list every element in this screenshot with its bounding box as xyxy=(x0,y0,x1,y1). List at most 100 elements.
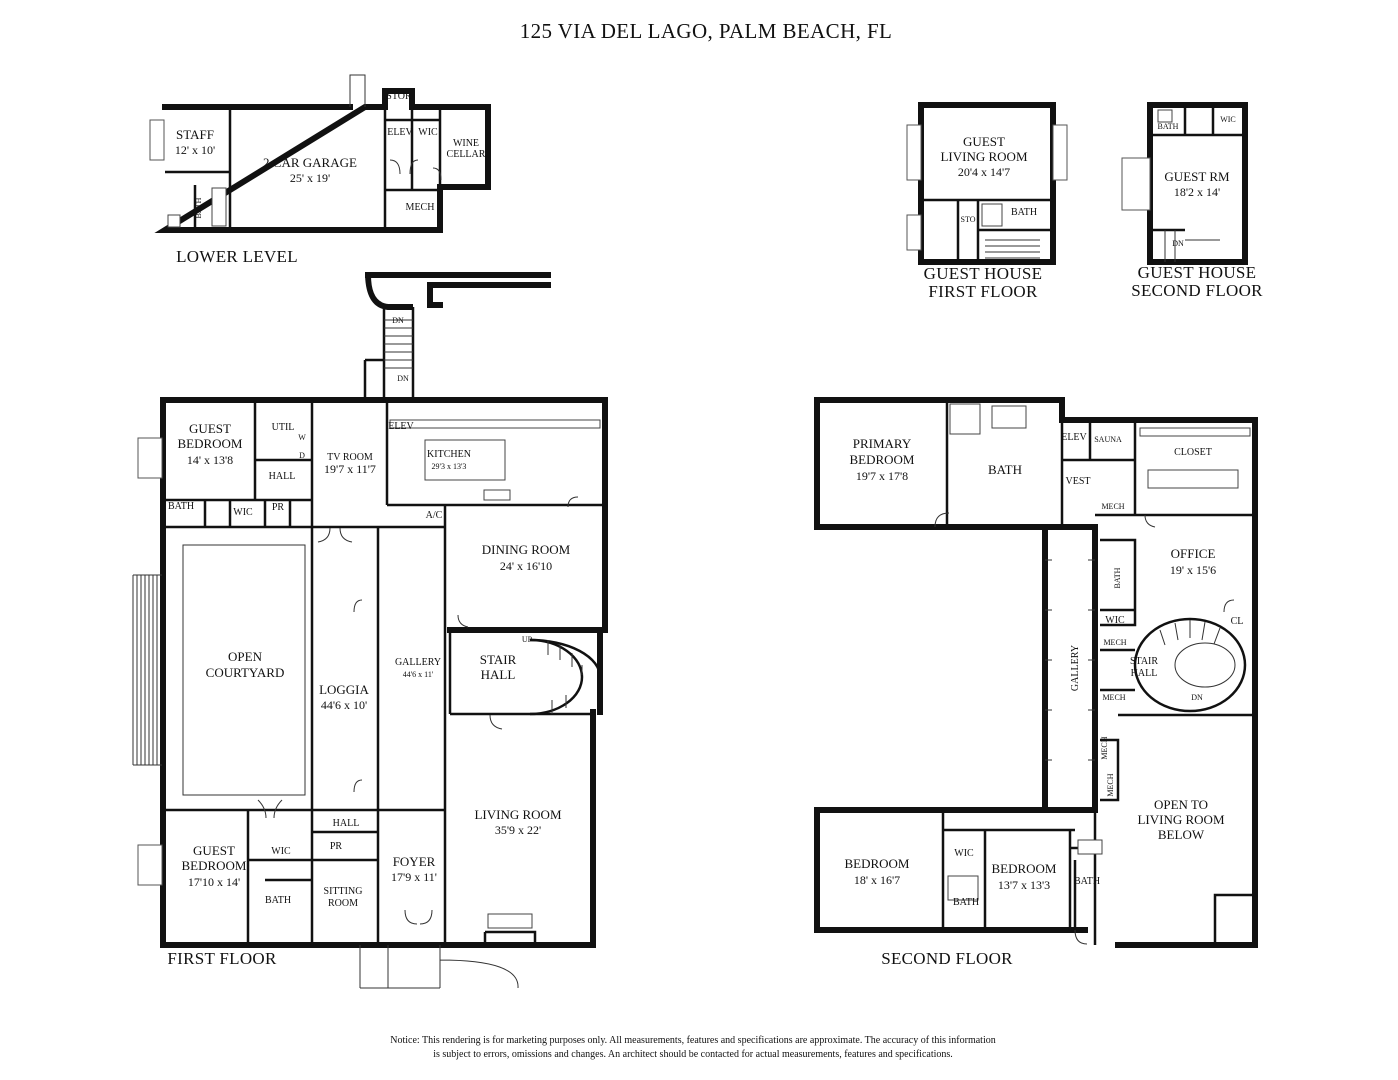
guest-first-caption-1: GUEST HOUSE xyxy=(924,264,1043,283)
guest-bath-label: BATH xyxy=(1011,207,1037,218)
first-loggia-dim: 44'6 x 10' xyxy=(321,698,367,712)
lower-mech-label: MECH xyxy=(406,202,435,213)
second-floor-plan: PRIMARY BEDROOM 19'7 x 17'8 BATH ELEV SA… xyxy=(814,397,1258,948)
first-living-room-dim: 35'9 x 22' xyxy=(495,823,541,837)
first-tv-room-dim: 19'7 x 11'7 xyxy=(324,462,376,476)
second-bath-b-label: BATH xyxy=(953,897,979,908)
second-primary-label-1: PRIMARY xyxy=(853,436,912,451)
lower-bath-label: BATH xyxy=(194,197,203,218)
second-gallery-label: GALLERY xyxy=(1070,645,1081,691)
guest2-room-dim: 18'2 x 14' xyxy=(1174,185,1220,199)
first-kitchen-dim: 29'3 x 13'3 xyxy=(432,462,467,471)
notice-line-1: Notice: This rendering is for marketing … xyxy=(390,1035,995,1046)
first-ac-label: A/C xyxy=(426,510,443,521)
plan-title: 125 VIA DEL LAGO, PALM BEACH, FL xyxy=(520,19,893,43)
guest2-bath-label: BATH xyxy=(1158,122,1179,131)
first-sitting-room-label-2: ROOM xyxy=(328,898,358,909)
second-stair-hall-label-1: STAIR xyxy=(1130,656,1158,667)
first-washer-label: W xyxy=(298,433,306,442)
guest-living-label-2: LIVING ROOM xyxy=(940,149,1027,164)
lower-level-caption: LOWER LEVEL xyxy=(176,247,298,266)
guest-house-second-floor-plan: BATH WIC GUEST RM 18'2 x 14' DN xyxy=(1121,102,1248,265)
guest-living-dim: 20'4 x 14'7 xyxy=(958,165,1010,179)
second-bath-label: BATH xyxy=(988,462,1022,477)
first-gallery-dim: 44'6 x 11' xyxy=(403,670,434,679)
guest2-dn-label: DN xyxy=(1172,239,1184,248)
second-office-dim: 19' x 15'6 xyxy=(1170,563,1216,577)
guest-house-first-floor-plan: GUEST LIVING ROOM 20'4 x 14'7 STO BATH xyxy=(906,102,1068,265)
lower-stor-label: STOR xyxy=(386,91,412,102)
second-wic-b-label: WIC xyxy=(954,848,974,859)
first-foyer-label: FOYER xyxy=(393,854,436,869)
first-stair-up-label: UP xyxy=(522,635,533,644)
second-mech-3: MECH xyxy=(1102,693,1125,702)
first-guest-bedroom-a-dim: 14' x 13'8 xyxy=(187,453,233,467)
first-gallery-label: GALLERY xyxy=(395,657,441,668)
second-open-label-2: LIVING ROOM xyxy=(1137,812,1224,827)
first-living-room-label: LIVING ROOM xyxy=(474,807,561,822)
first-open-label-2: COURTYARD xyxy=(206,665,285,680)
guest2-wic-label: WIC xyxy=(1220,115,1236,124)
lower-staff-label: STAFF xyxy=(176,127,214,142)
second-primary-label-2: BEDROOM xyxy=(849,452,914,467)
first-sitting-room-label-1: SITTING xyxy=(324,886,363,897)
second-open-label-3: BELOW xyxy=(1158,827,1205,842)
second-bedroom-a-dim: 18' x 16'7 xyxy=(854,873,900,887)
second-sauna-label: SAUNA xyxy=(1094,435,1122,444)
first-bath-b-label: BATH xyxy=(265,895,291,906)
first-floor-caption: FIRST FLOOR xyxy=(167,949,277,968)
second-floor-caption: SECOND FLOOR xyxy=(881,949,1013,968)
first-elev-label: ELEV xyxy=(388,421,414,432)
lower-wine-label-2: CELLAR xyxy=(447,149,486,160)
first-dn-1: DN xyxy=(392,316,404,325)
first-foyer-dim: 17'9 x 11' xyxy=(391,870,437,884)
lower-garage-label: 2 CAR GARAGE xyxy=(263,155,357,170)
first-dining-room-dim: 24' x 16'10 xyxy=(500,559,552,573)
guest-second-caption-1: GUEST HOUSE xyxy=(1138,263,1257,282)
first-tv-room-label: TV ROOM xyxy=(327,452,373,463)
second-stair-hall-label-2: HALL xyxy=(1131,668,1158,679)
first-loggia-label: LOGGIA xyxy=(319,682,369,697)
second-wic-label: WIC xyxy=(1105,615,1125,626)
first-wic-b-label: WIC xyxy=(271,846,291,857)
first-dining-room-label: DINING ROOM xyxy=(482,542,571,557)
first-dryer-label: D xyxy=(299,451,305,460)
second-office-label: OFFICE xyxy=(1171,546,1216,561)
notice-line-2: is subject to errors, omissions and chan… xyxy=(433,1049,953,1060)
second-open-label-1: OPEN TO xyxy=(1154,797,1208,812)
first-stair-hall-label-1: STAIR xyxy=(480,652,517,667)
first-kitchen-label: KITCHEN xyxy=(427,449,471,460)
first-floor-plan: DN DN GUEST BEDROOM 14' x 13 xyxy=(132,271,608,989)
second-bath-c-label: BATH xyxy=(1074,876,1100,887)
first-dn-2: DN xyxy=(397,374,409,383)
second-bedroom-b-dim: 13'7 x 13'3 xyxy=(998,878,1050,892)
first-pr-b-label: PR xyxy=(330,841,343,852)
second-closet-label: CLOSET xyxy=(1174,447,1212,458)
first-guest-bedroom-b-label-1: GUEST xyxy=(193,843,235,858)
first-guest-bedroom-b-label-2: BEDROOM xyxy=(181,858,246,873)
first-open-label-1: OPEN xyxy=(228,649,263,664)
second-mech-1: MECH xyxy=(1101,502,1124,511)
lower-elev-label: ELEV xyxy=(387,127,413,138)
lower-wine-label-1: WINE xyxy=(453,138,479,149)
second-primary-dim: 19'7 x 17'8 xyxy=(856,469,908,483)
first-wic-a-label: WIC xyxy=(233,507,253,518)
second-stair-dn-label: DN xyxy=(1191,693,1203,702)
second-cl-label: CL xyxy=(1231,616,1244,627)
first-guest-bedroom-a-label-2: BEDROOM xyxy=(177,436,242,451)
guest-living-label-1: GUEST xyxy=(963,134,1005,149)
guest-first-caption-2: FIRST FLOOR xyxy=(928,282,1038,301)
first-guest-bedroom-b-dim: 17'10 x 14' xyxy=(188,875,240,889)
first-pr-a-label: PR xyxy=(272,502,285,513)
lower-level-plan: STAFF 12' x 10' 2 CAR GARAGE 25' x 19' S… xyxy=(149,74,491,233)
first-util-label: UTIL xyxy=(272,422,295,433)
second-mech-4: MECH xyxy=(1100,736,1109,759)
second-mech-2: MECH xyxy=(1103,638,1126,647)
second-bedroom-a-label: BEDROOM xyxy=(844,856,909,871)
guest-second-caption-2: SECOND FLOOR xyxy=(1131,281,1263,300)
second-bath-vertical-label: BATH xyxy=(1113,567,1122,588)
second-elev-label: ELEV xyxy=(1061,432,1087,443)
lower-staff-dim: 12' x 10' xyxy=(175,143,215,157)
